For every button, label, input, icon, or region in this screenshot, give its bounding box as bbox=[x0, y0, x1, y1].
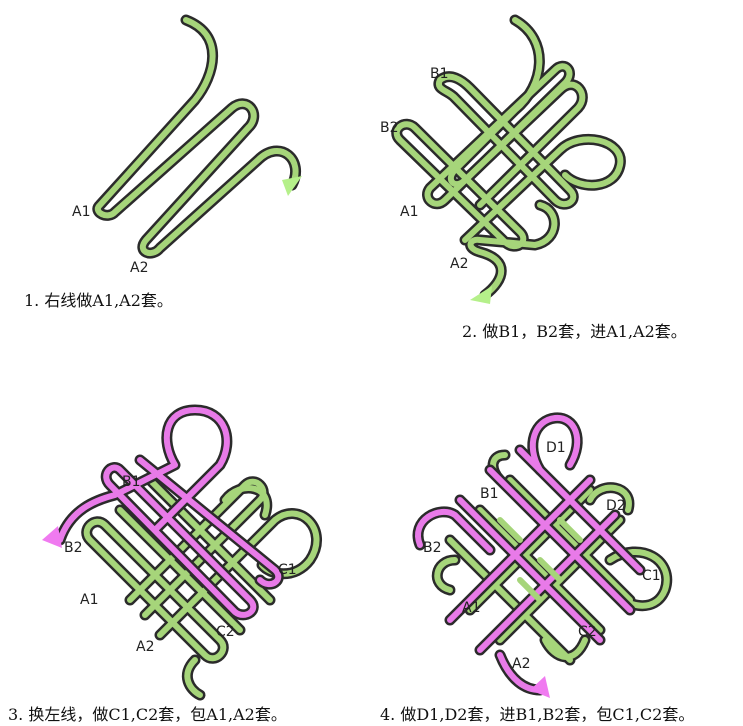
panel-1-arrow bbox=[282, 176, 302, 196]
panel-2: B1 B2 A1 A2 2. 做B1，B2套，进A1,A2套。 bbox=[380, 20, 687, 341]
panel-2-cords bbox=[397, 20, 621, 295]
panel-3-label-a1: A1 bbox=[80, 592, 98, 608]
panel-2-arrow bbox=[470, 286, 492, 304]
panel-4-label-d2: D2 bbox=[606, 498, 626, 514]
panel-4-caption: 4. 做D1,D2套，进B1,B2套，包C1,C2套。 bbox=[380, 705, 694, 724]
panel-4-label-b2: B2 bbox=[423, 540, 442, 556]
panel-3-label-c2: C2 bbox=[216, 624, 235, 640]
panel-1: A1 A2 1. 右线做A1,A2套。 bbox=[24, 20, 302, 310]
panel-1-cord bbox=[98, 20, 296, 253]
panel-4-label-b1: B1 bbox=[480, 486, 499, 502]
panel-2-caption: 2. 做B1，B2套，进A1,A2套。 bbox=[462, 322, 687, 341]
panel-3-caption: 3. 换左线，做C1,C2套，包A1,A2套。 bbox=[8, 705, 287, 724]
panel-1-caption: 1. 右线做A1,A2套。 bbox=[24, 291, 173, 310]
panel-4: D1 D2 B1 B2 A1 A2 C1 C2 4. 做D1,D2套，进B1,B… bbox=[380, 418, 694, 724]
panel-4-label-c2: C2 bbox=[578, 624, 597, 640]
panel-1-label-a2: A2 bbox=[130, 260, 148, 276]
panel-1-label-a1: A1 bbox=[72, 204, 90, 220]
panel-2-label-b1: B1 bbox=[430, 66, 449, 82]
panel-3-label-c1: C1 bbox=[278, 562, 297, 578]
panel-4-label-d1: D1 bbox=[546, 440, 566, 456]
panel-3: B1 B2 A1 A2 C1 C2 3. 换左线，做C1,C2套，包A1,A2套… bbox=[8, 410, 317, 724]
panel-2-label-b2: B2 bbox=[380, 120, 399, 136]
panel-4-label-a2: A2 bbox=[512, 656, 530, 672]
panel-4-label-c1: C1 bbox=[642, 568, 661, 584]
panel-2-label-a2: A2 bbox=[450, 256, 468, 272]
panel-3-label-a2: A2 bbox=[136, 639, 154, 655]
panel-3-label-b1: B1 bbox=[122, 474, 141, 490]
panel-4-label-a1: A1 bbox=[462, 600, 480, 616]
panel-3-label-b2: B2 bbox=[64, 540, 83, 556]
panel-2-label-a1: A1 bbox=[400, 204, 418, 220]
